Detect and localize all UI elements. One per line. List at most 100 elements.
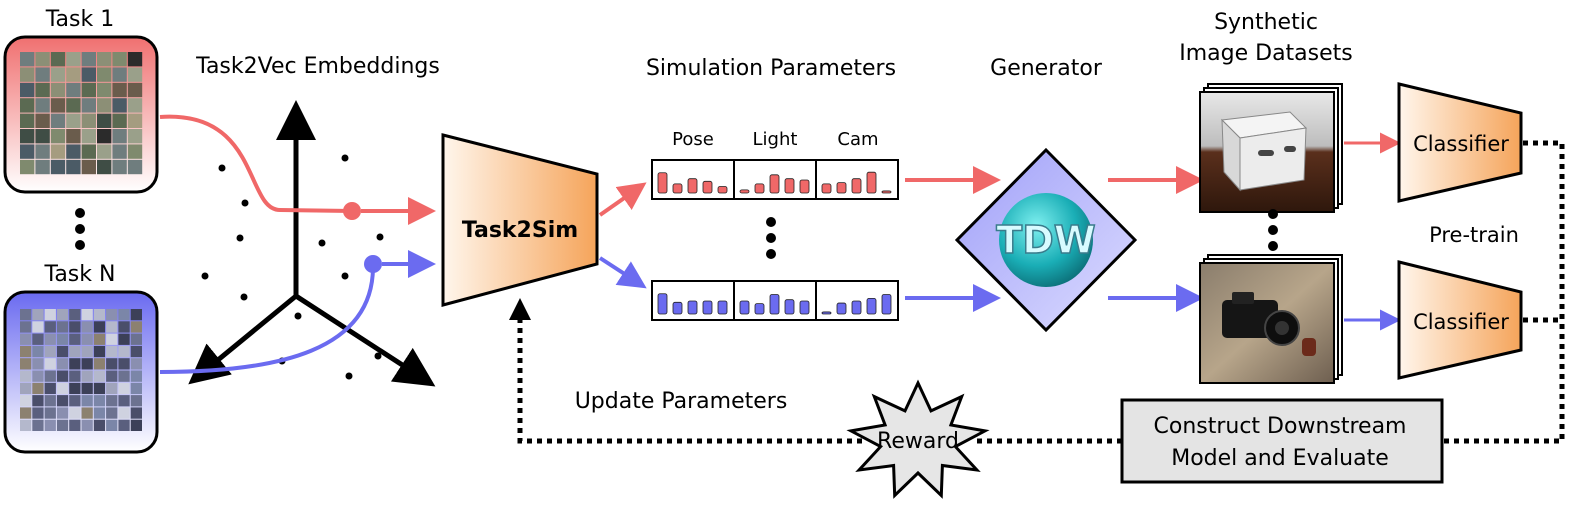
mosaic-tile — [35, 52, 50, 67]
mosaic-tile — [50, 52, 66, 67]
mosaic-tile — [127, 129, 143, 144]
mosaic-tile — [81, 382, 93, 395]
mosaic-tile — [118, 333, 130, 345]
model-to-blue-params-arrow — [598, 256, 647, 289]
mosaic-tile — [50, 113, 66, 128]
mosaic-tile — [127, 67, 143, 82]
mosaic-tile — [35, 67, 50, 82]
blue-parameter-bars — [657, 293, 892, 315]
mosaic-tile — [93, 395, 106, 407]
reward-label: Reward — [877, 429, 959, 454]
parameter-bar — [866, 171, 877, 194]
synthetic-dataset-bottom[interactable] — [1199, 254, 1343, 384]
mosaic-tile — [32, 309, 44, 321]
parameter-bar — [799, 179, 810, 194]
mosaic-tile — [35, 82, 50, 98]
mosaic-tile — [32, 321, 44, 333]
mosaic-tile — [97, 144, 112, 159]
synthetic-dataset-top[interactable] — [1199, 83, 1343, 213]
mosaic-tile — [127, 113, 143, 128]
mosaic-tile — [20, 333, 32, 345]
mosaic-tile — [50, 67, 66, 82]
mosaic-tile — [20, 129, 35, 144]
mosaic-tile — [106, 395, 118, 407]
mosaic-tile — [97, 67, 112, 82]
mosaic-tile — [50, 144, 66, 159]
mosaic-tile — [32, 382, 44, 395]
mosaic-tile — [106, 333, 118, 345]
mosaic-tile — [81, 159, 96, 175]
parameter-bar — [657, 293, 668, 315]
mosaic-tile — [81, 333, 93, 345]
classifier-top-label: Classifier — [1413, 132, 1509, 156]
mosaic-tile — [112, 67, 127, 82]
mosaic-tile — [44, 407, 56, 419]
mosaic-tile — [127, 144, 143, 159]
mosaic-tile — [81, 358, 93, 370]
camera-render — [1222, 292, 1316, 356]
mosaic-tile — [35, 159, 50, 175]
mosaic-tile — [66, 129, 81, 144]
param-group-cam: Cam — [837, 129, 878, 150]
mosaic-tile — [69, 321, 81, 333]
mosaic-tile — [93, 370, 106, 382]
mosaic-tile — [56, 395, 69, 407]
mosaic-tile — [93, 345, 106, 358]
mosaic-tile — [93, 358, 106, 370]
evaluate-line2: Model and Evaluate — [1171, 446, 1389, 471]
update-parameters-label: Update Parameters — [575, 389, 788, 414]
mosaic-tile — [32, 419, 44, 431]
mosaic-tile — [69, 382, 81, 395]
mosaic-tile — [20, 345, 32, 358]
param-group-pose: Pose — [672, 129, 714, 150]
mosaic-tile — [35, 129, 50, 144]
mosaic-tile — [44, 345, 56, 358]
task-n-embedding-point — [364, 255, 382, 273]
mosaic-tile — [127, 159, 143, 175]
parameter-bar — [702, 180, 713, 194]
mosaic-tile — [97, 52, 112, 67]
mosaic-tile — [56, 407, 69, 419]
mosaic-tile — [56, 358, 69, 370]
red-parameter-vector — [651, 159, 899, 200]
mosaic-tile — [127, 98, 143, 113]
mosaic-tile — [20, 309, 32, 321]
mosaic-tile — [50, 82, 66, 98]
mosaic-tile — [106, 407, 118, 419]
mosaic-tile — [69, 333, 81, 345]
mosaic-tile — [112, 98, 127, 113]
mosaic-tile — [69, 345, 81, 358]
mosaic-tile — [130, 395, 142, 407]
tdw-logo: TDW — [996, 218, 1095, 262]
param-group-light: Light — [753, 129, 798, 150]
reward-burst[interactable] — [846, 379, 990, 499]
mosaic-tile — [44, 370, 56, 382]
task-n-label: Task N — [44, 262, 116, 287]
mosaic-tile — [81, 144, 96, 159]
mosaic-tile — [66, 159, 81, 175]
mosaic-tile — [66, 98, 81, 113]
mosaic-tile — [97, 159, 112, 175]
mosaic-tile — [20, 113, 35, 128]
mosaic-tile — [35, 144, 50, 159]
task2sim-model[interactable] — [441, 133, 599, 307]
mosaic-tile — [130, 382, 142, 395]
mosaic-tile — [112, 159, 127, 175]
evaluate-box[interactable] — [1120, 398, 1444, 484]
mosaic-tile — [66, 52, 81, 67]
mosaic-tile — [127, 52, 143, 67]
classifier-top[interactable] — [1397, 82, 1523, 203]
parameter-bar — [754, 183, 765, 194]
mosaic-tile — [97, 113, 112, 128]
mosaic-tile — [118, 321, 130, 333]
classifier-bottom[interactable] — [1397, 260, 1523, 380]
mosaic-tile — [32, 407, 44, 419]
parameter-ellipsis — [766, 217, 776, 259]
mosaic-tile — [20, 419, 32, 431]
parameter-bar — [657, 172, 668, 194]
mosaic-tile — [130, 419, 142, 431]
mosaic-tile — [130, 407, 142, 419]
task-1-embedding-curve — [159, 114, 353, 213]
mosaic-tile — [127, 82, 143, 98]
mosaic-tile — [20, 395, 32, 407]
